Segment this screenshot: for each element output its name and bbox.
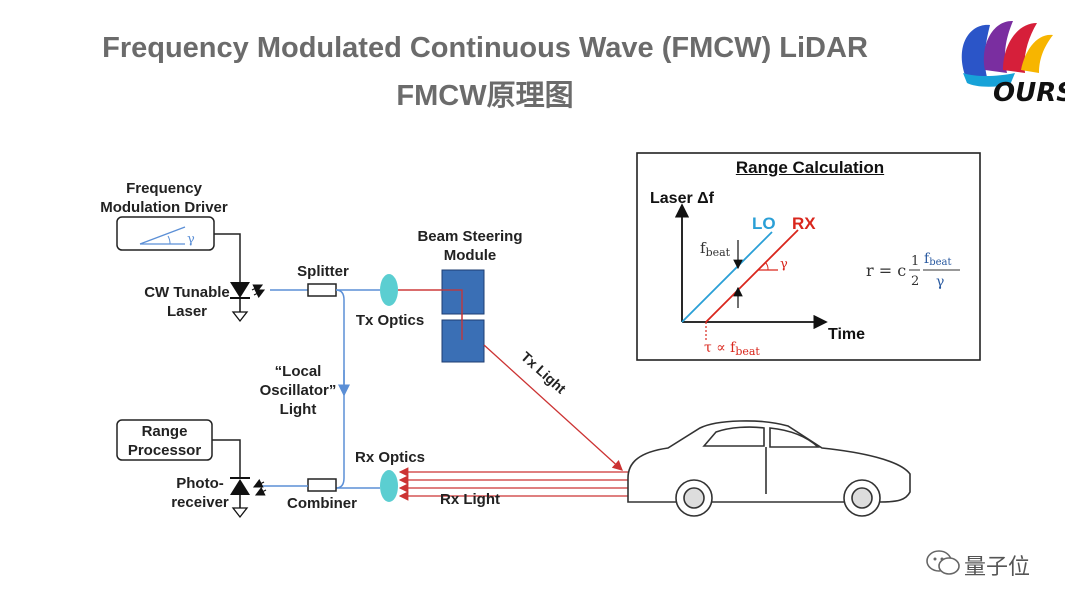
photoreceiver-icon [230, 479, 250, 495]
beam-steering-lower [441, 319, 485, 363]
combiner-label: Combiner [286, 495, 357, 512]
laser-diode-icon [230, 282, 250, 298]
svg-text:fbeat: fbeat [924, 251, 952, 268]
svg-text:fbeat: fbeat [700, 239, 731, 259]
wechat-icon [926, 550, 960, 575]
svg-text:2: 2 [911, 274, 919, 289]
local-oscillator-label: “Local Oscillator” Light [259, 363, 337, 418]
range-processor-label: Range Processor [127, 423, 202, 459]
lo-label: LO [752, 214, 776, 233]
ground-icon-2 [231, 507, 249, 519]
range-formula: r = c 1 2 fbeat γ [866, 251, 960, 290]
svg-text:γ: γ [936, 274, 944, 290]
fm-gamma-label: γ [187, 232, 195, 247]
tx-light-label: Tx Light [518, 348, 569, 397]
svg-text:r = c: r = c [866, 261, 906, 280]
combiner-box [307, 478, 337, 492]
tx-light-beam [483, 344, 623, 471]
car-icon [627, 420, 911, 517]
range-calc-box [636, 152, 981, 361]
range-calc-title: Range Calculation [735, 158, 885, 177]
beam-steering-upper [441, 269, 485, 315]
range-calc-ylabel: Laser Δf [650, 190, 715, 207]
range-calc-xlabel: Time [828, 326, 865, 343]
page-subtitle: FMCW原理图 [396, 80, 574, 112]
fm-driver-label: Frequency Modulation Driver [100, 180, 228, 216]
ground-icon [231, 311, 249, 323]
tau-label: τ ∝ fbeat [704, 340, 760, 358]
watermark-text: 量子位 [964, 555, 1031, 580]
logo-text: OURS [993, 78, 1065, 108]
rx-optics-lens [380, 470, 398, 502]
lo-line [681, 231, 773, 323]
beam-steering-label: Beam Steering Module [417, 228, 523, 264]
rx-optics-label: Rx Optics [354, 449, 426, 466]
rx-line [705, 229, 799, 323]
rc-gamma: γ [780, 257, 788, 272]
svg-text:1: 1 [911, 254, 919, 269]
tx-optics-label: Tx Optics [355, 312, 425, 329]
photoreceiver-label: Photo- receiver [171, 475, 229, 511]
ours-logo: OURS [961, 20, 1065, 108]
tx-optics-lens [380, 274, 398, 306]
page-title: Frequency Modulated Continuous Wave (FMC… [102, 32, 868, 64]
rx-light-label: Rx Light [440, 491, 500, 508]
fm-driver-box [116, 216, 215, 251]
splitter-label: Splitter [297, 263, 349, 280]
splitter-box [307, 283, 337, 297]
rx-label: RX [792, 214, 816, 233]
laser-label: CW Tunable Laser [144, 284, 230, 320]
